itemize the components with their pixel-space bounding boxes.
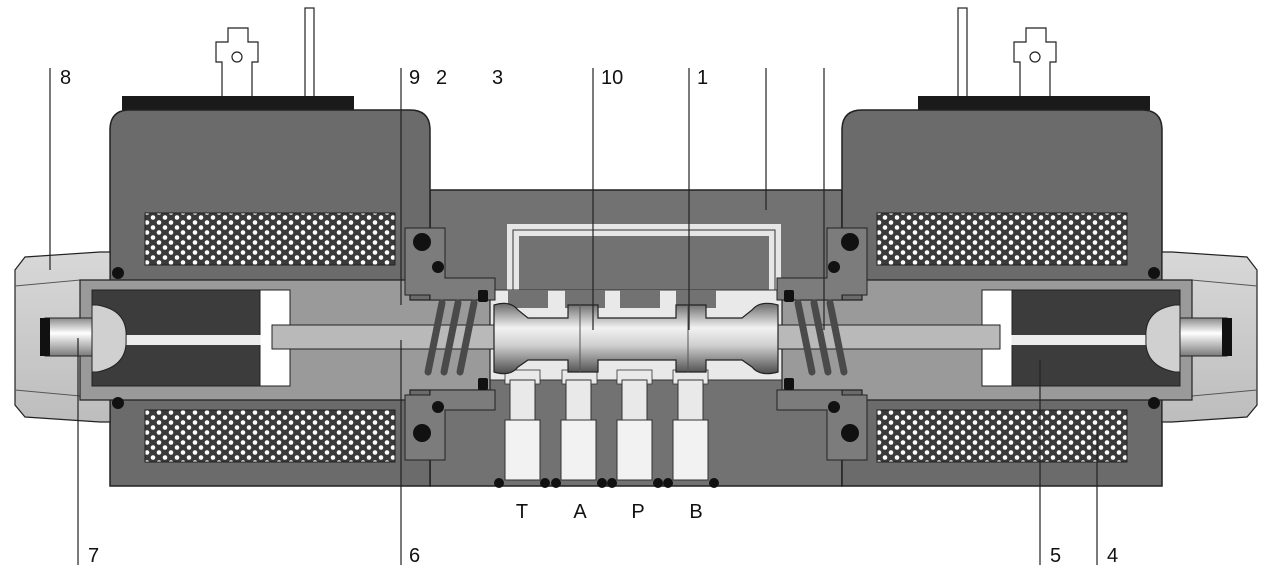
left-o-rings xyxy=(112,233,488,442)
callout-labels: 8 9 2 3 10 1 7 6 5 4 xyxy=(60,67,1118,567)
port-passages xyxy=(504,379,709,481)
right-winding-top xyxy=(876,212,1128,266)
callout-3: 3 xyxy=(492,67,503,89)
left-connector-bar xyxy=(122,96,354,110)
right-winding-bottom xyxy=(876,409,1128,463)
port-label-b: B xyxy=(689,501,702,523)
callout-4: 4 xyxy=(1107,545,1118,567)
right-solenoid xyxy=(776,7,1258,487)
port-label-t: T xyxy=(516,501,528,523)
callout-9: 9 xyxy=(409,67,420,89)
port-o-rings xyxy=(494,478,719,488)
left-winding-top xyxy=(144,212,396,266)
port-label-a: A xyxy=(573,501,587,523)
leader-lines xyxy=(49,68,1098,565)
right-o-rings xyxy=(784,233,1160,442)
callout-5: 5 xyxy=(1050,545,1061,567)
right-spring xyxy=(794,299,848,376)
right-push-pin xyxy=(777,324,1001,350)
callout-7: 7 xyxy=(88,545,99,567)
callout-6: 6 xyxy=(409,545,420,567)
left-solenoid xyxy=(14,7,496,487)
spool xyxy=(493,302,779,375)
callout-10: 10 xyxy=(601,67,623,89)
callout-1: 1 xyxy=(697,67,708,89)
port-label-p: P xyxy=(631,501,644,523)
left-push-pin xyxy=(271,324,495,350)
left-winding-bottom xyxy=(144,409,396,463)
callout-8: 8 xyxy=(60,67,71,89)
callout-2: 2 xyxy=(436,67,447,89)
left-spring xyxy=(424,299,478,376)
right-connector-bar xyxy=(918,96,1150,110)
port-labels: T A P B xyxy=(516,501,703,523)
right-connector-icon xyxy=(957,7,1057,99)
left-connector-icon xyxy=(215,7,315,99)
